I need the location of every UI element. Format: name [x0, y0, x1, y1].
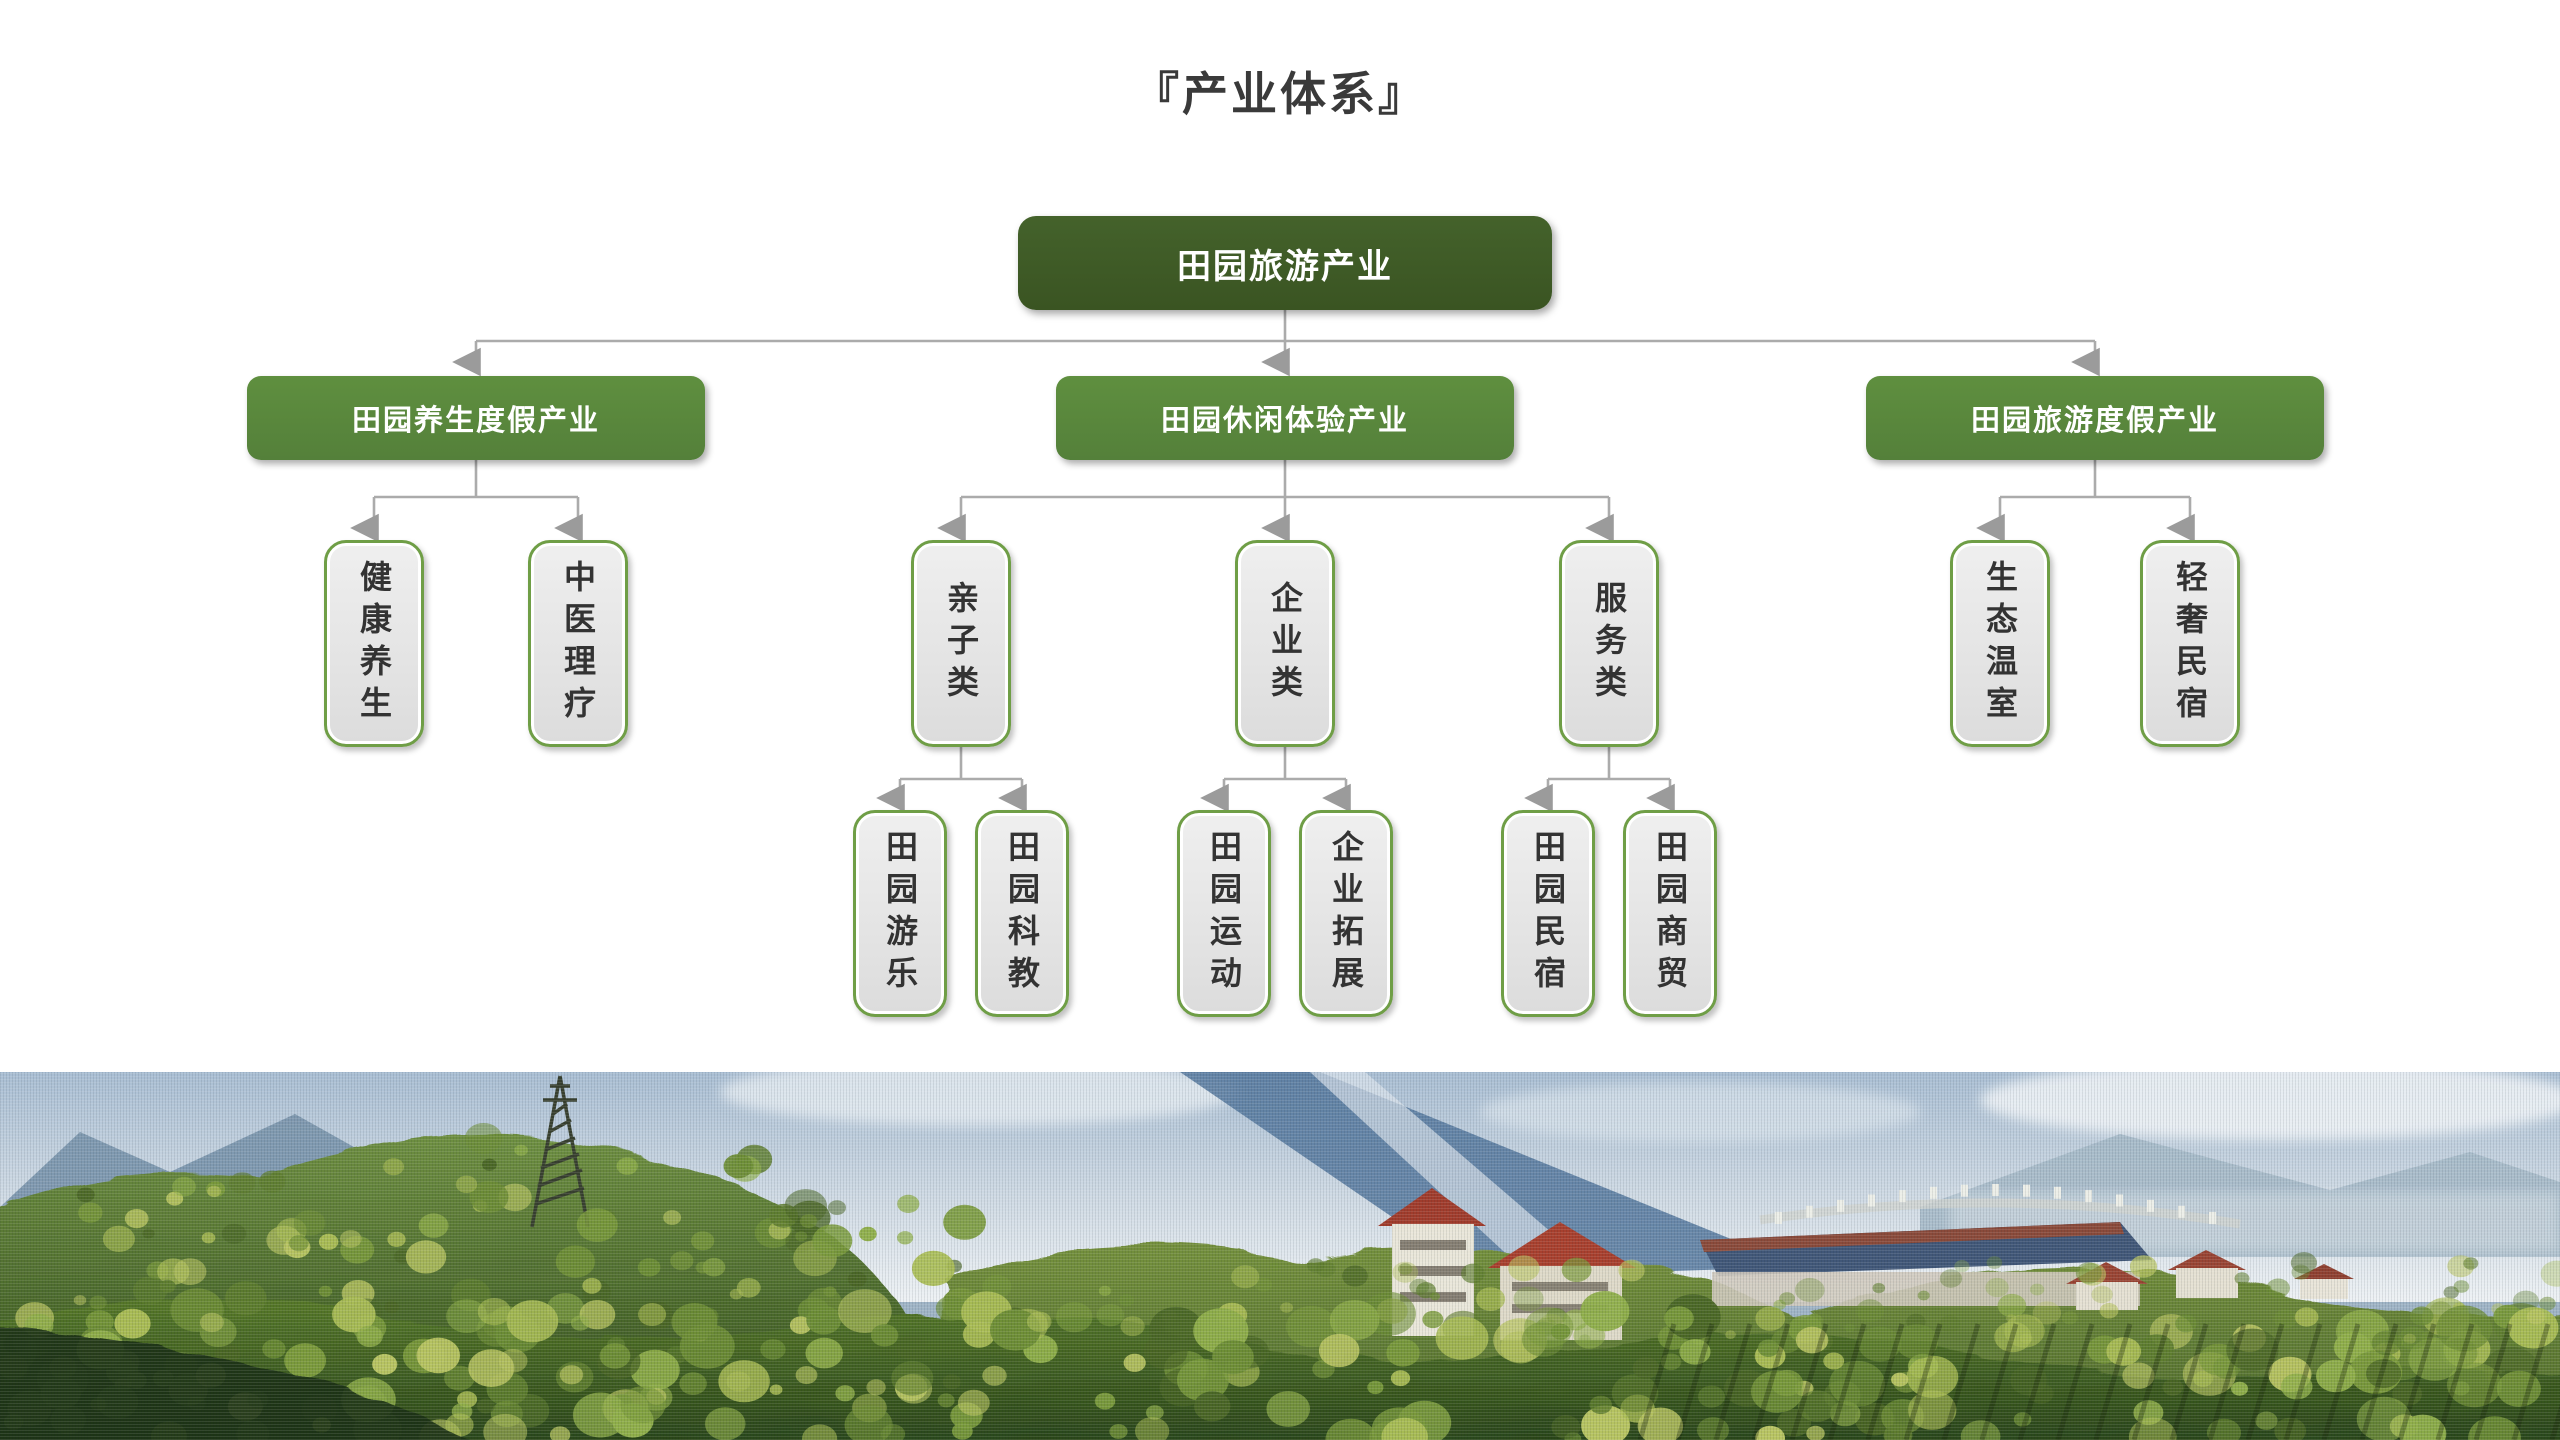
node-rural-amusement: 田园游乐: [853, 810, 947, 1017]
node-label: 轻奢民宿: [2172, 559, 2208, 728]
tree-connectors: [350, 310, 2195, 813]
node-enterprise-category: 企业类: [1235, 540, 1335, 747]
node-label: 中医理疗: [560, 559, 596, 728]
node-branch-label: 田园旅游度假产业: [1970, 405, 2219, 437]
node-label: 田园游乐: [882, 829, 918, 998]
node-label: 田园运动: [1206, 829, 1242, 998]
node-label: 田园民宿: [1530, 829, 1566, 998]
hero-photo: [0, 1072, 2560, 1440]
node-light-luxury-bnb: 轻奢民宿: [2140, 540, 2240, 747]
node-label: 健康养生: [356, 559, 392, 728]
node-corporate-training: 企业拓展: [1299, 810, 1393, 1017]
node-health-care: 健康养生: [324, 540, 424, 747]
node-rural-commerce: 田园商贸: [1623, 810, 1717, 1017]
node-service-category: 服务类: [1559, 540, 1659, 747]
node-label: 生态温室: [1982, 559, 2018, 728]
radio-tower: [530, 1075, 590, 1228]
node-label: 企业类: [1267, 580, 1303, 707]
node-label: 亲子类: [943, 580, 979, 707]
page-title: 『产业体系』: [1133, 68, 1427, 120]
node-branch-resort: 田园旅游度假产业: [1866, 376, 2324, 460]
node-rural-science-edu: 田园科教: [975, 810, 1069, 1017]
node-branch-label: 田园养生度假产业: [351, 405, 600, 437]
node-label: 服务类: [1591, 580, 1627, 707]
node-rural-sports: 田园运动: [1177, 810, 1271, 1017]
node-branch-wellness: 田园养生度假产业: [247, 376, 705, 460]
node-branch-label: 田园休闲体验产业: [1160, 405, 1409, 437]
node-eco-greenhouse: 生态温室: [1950, 540, 2050, 747]
node-label: 企业拓展: [1328, 829, 1364, 998]
node-label: 田园商贸: [1652, 829, 1688, 998]
node-branch-leisure: 田园休闲体验产业: [1056, 376, 1514, 460]
node-tcm-therapy: 中医理疗: [528, 540, 628, 747]
node-label: 田园科教: [1004, 829, 1040, 998]
node-root: 田园旅游产业: [1018, 216, 1552, 310]
node-family-category: 亲子类: [911, 540, 1011, 747]
node-rural-homestay: 田园民宿: [1501, 810, 1595, 1017]
node-root-label: 田园旅游产业: [1177, 247, 1393, 286]
landscape-illustration: [0, 1072, 2560, 1440]
